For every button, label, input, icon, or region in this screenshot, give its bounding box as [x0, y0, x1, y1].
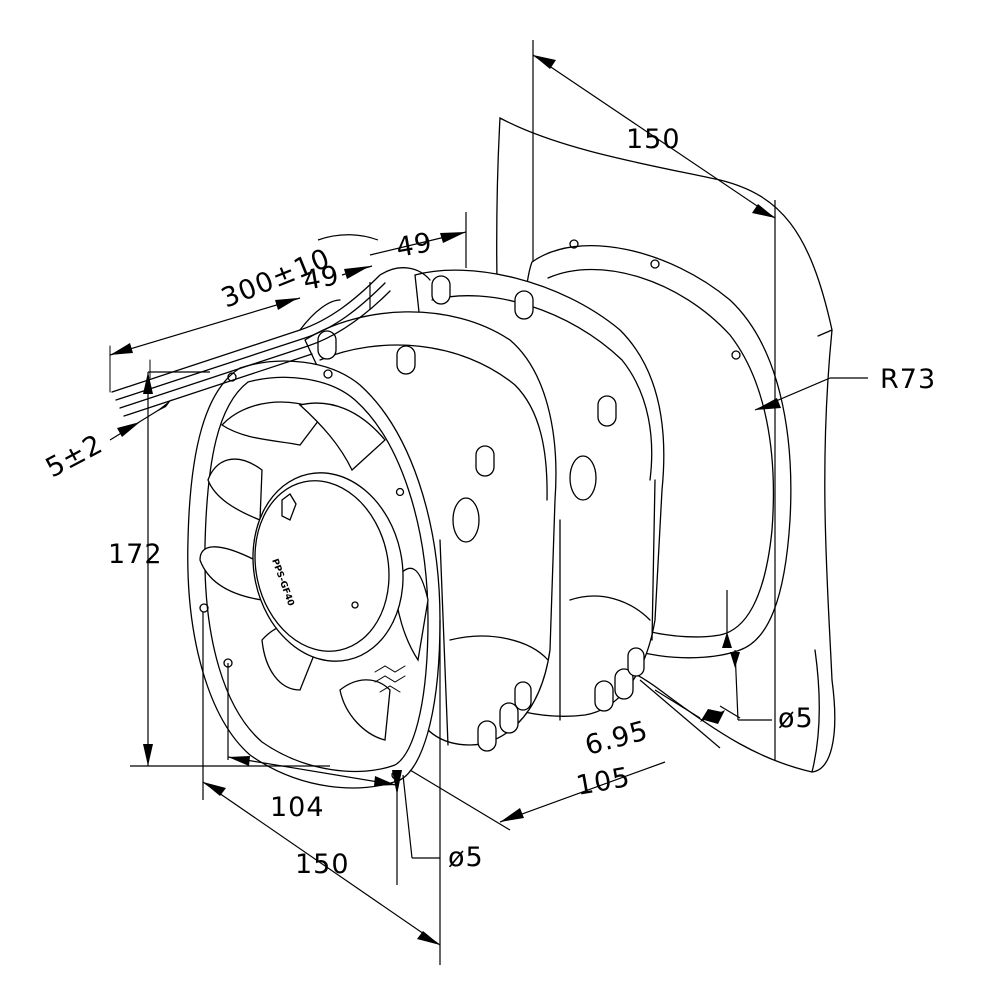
- dim-cable-length: 300±10: [217, 243, 335, 315]
- rear-lug-2: [597, 395, 617, 427]
- rear-foot-2: [614, 668, 634, 700]
- rear-foot-3: [627, 647, 645, 677]
- dim-strip-length: 5±2: [41, 429, 109, 485]
- dim-radius: R73: [880, 364, 936, 395]
- dim-panel-width: 150: [626, 124, 681, 155]
- dim-rear-hole-dia: ø5: [778, 703, 814, 734]
- frame-hole-left: [199, 603, 209, 613]
- cutout-hole-2: [650, 259, 660, 269]
- cutout-hole-1: [569, 239, 579, 249]
- dim-height: 172: [108, 539, 163, 570]
- cutout-hole-3: [731, 350, 741, 360]
- front-boss: [452, 497, 480, 543]
- frame-hole-mid: [395, 487, 405, 497]
- hub-dot: [351, 601, 359, 609]
- dimension-lines: [109, 40, 868, 965]
- front-lug-1: [396, 345, 416, 375]
- rear-foot-1: [594, 680, 614, 712]
- dim-front-hole-dia: ø5: [448, 842, 484, 873]
- rear-lug-3: [431, 275, 451, 305]
- front-foot-1: [477, 720, 497, 752]
- rear-lug-1: [514, 290, 534, 320]
- hub-logo-icon: [281, 493, 297, 521]
- impeller-hub: PPS-GF40: [252, 472, 406, 693]
- front-foot-3: [514, 681, 532, 711]
- cable: [109, 267, 431, 417]
- dim-fan-depth-top: 49: [394, 227, 435, 264]
- dim-flange-thickness: 6.95: [582, 715, 652, 762]
- dim-total-depth: 105: [574, 762, 633, 802]
- impeller-blades: [199, 401, 429, 741]
- dim-hole-spacing: 104: [270, 792, 325, 823]
- frame-hole-top-right: [323, 369, 333, 379]
- front-lug-2: [475, 445, 495, 477]
- dim-fan-depth-front: 49: [301, 260, 342, 297]
- dim-front-width: 150: [295, 849, 350, 880]
- rear-boss: [569, 455, 597, 501]
- front-foot-2: [499, 702, 519, 734]
- front-lug-3: [317, 330, 337, 360]
